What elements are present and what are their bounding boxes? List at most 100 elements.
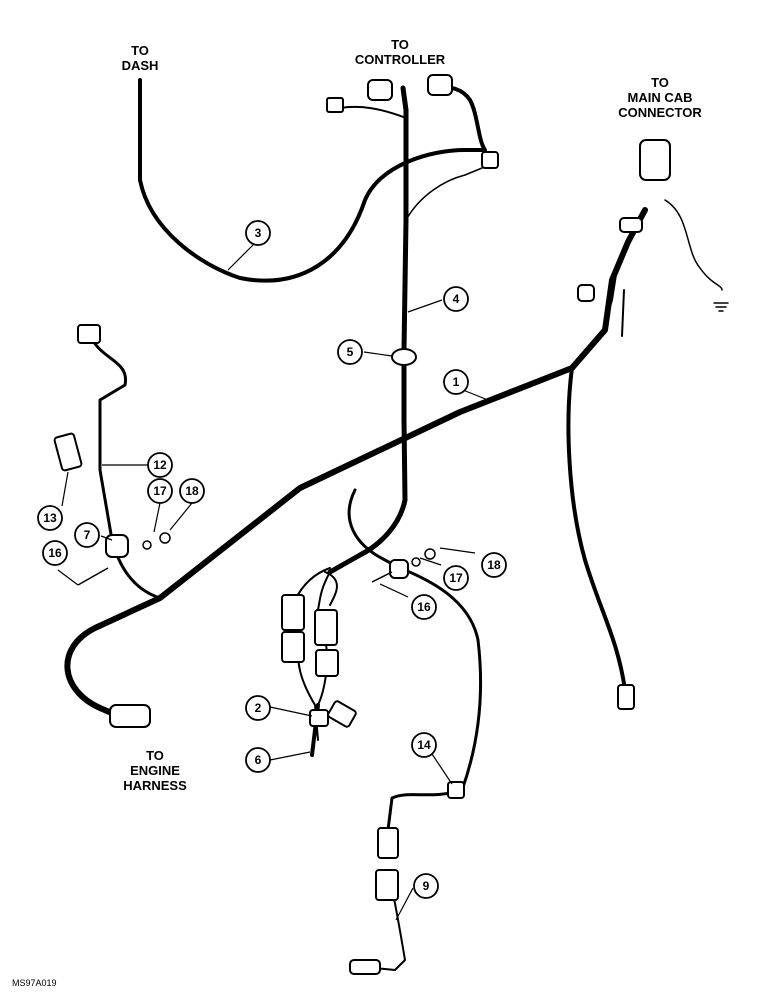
callout-label-2: 2 <box>255 701 262 715</box>
label-to-dash: TO DASH <box>110 43 170 73</box>
callout-circle-14 <box>411 732 437 758</box>
left-sensor-wire <box>88 333 162 600</box>
controller-connector-2 <box>367 79 393 101</box>
clip-2 <box>309 709 329 727</box>
callout-label-12: 12 <box>153 458 167 472</box>
ground-wire <box>664 199 723 291</box>
leader-18-left <box>169 502 193 531</box>
leader-18-right <box>439 547 476 554</box>
callout-circle-16 <box>411 594 437 620</box>
callout-label-14: 14 <box>417 738 431 752</box>
label-to-controller-line-2: CONTROLLER <box>354 52 446 67</box>
callout-circle-2 <box>245 695 271 721</box>
right-branch-wire <box>566 366 627 692</box>
leader-13 <box>61 471 69 507</box>
screw-16-left <box>77 567 109 586</box>
callout-circle-12 <box>147 452 173 478</box>
callout-label-1: 1 <box>453 375 460 389</box>
leader-7 <box>100 535 113 541</box>
connector-plug-a <box>281 594 305 631</box>
washer-17-right <box>411 557 421 567</box>
main-cab-connector <box>639 139 671 181</box>
cab-branch-wires <box>602 231 633 331</box>
leader-2 <box>269 706 313 717</box>
callout-label-7: 7 <box>84 528 91 542</box>
callout-circle-4 <box>443 286 469 312</box>
cab-clamp-a <box>619 217 643 233</box>
leader-4 <box>407 299 443 313</box>
label-to-engine-line-3: HARNESS <box>123 778 187 793</box>
label-to-main-cab-line-3: CONNECTOR <box>618 105 702 120</box>
label-to-dash-line-2: DASH <box>121 58 159 73</box>
grommet-5 <box>391 348 417 366</box>
lower-sensor-branch <box>347 488 483 832</box>
label-to-main-cab-line-1: TO <box>651 75 669 90</box>
callout-label-5: 5 <box>347 345 354 359</box>
callout-circle-1 <box>443 369 469 395</box>
callout-circle-17 <box>147 478 173 504</box>
bracket-13 <box>53 432 83 472</box>
callout-label-9: 9 <box>423 879 430 893</box>
cab-branch-wires-2 <box>621 289 625 337</box>
callout-label-18: 18 <box>185 484 199 498</box>
left-sensor-connector <box>77 324 101 344</box>
controller-connector-4 <box>481 151 499 169</box>
callout-circle-6 <box>245 747 271 773</box>
cab-clamp-b <box>577 284 595 302</box>
callout-label-13: 13 <box>43 511 57 525</box>
nut-18-left <box>159 532 171 544</box>
screw-16-right <box>371 571 393 583</box>
callout-circle-7 <box>74 522 100 548</box>
controller-branch-left <box>339 105 407 119</box>
label-to-main-cab-line-2: MAIN CAB <box>627 90 693 105</box>
callout-label-16: 16 <box>48 546 62 560</box>
connector-plug-c <box>281 631 305 663</box>
connector-14-plug <box>377 827 399 859</box>
clip-7 <box>105 534 129 558</box>
label-to-engine-line-1: TO <box>146 748 164 763</box>
connector-6 <box>327 700 357 728</box>
callout-circle-13 <box>37 505 63 531</box>
clip-16-right <box>389 559 409 579</box>
callout-label-17: 17 <box>153 484 167 498</box>
label-to-controller: TO CONTROLLER <box>345 37 455 67</box>
leader-9 <box>395 887 414 921</box>
controller-connector-3 <box>427 74 453 96</box>
nut-18-right <box>424 548 436 560</box>
dash-wire <box>138 78 487 283</box>
callout-label-16: 16 <box>417 600 431 614</box>
connector-plug-b <box>314 609 338 646</box>
leader-16-left <box>57 569 79 586</box>
washer-17-left <box>142 540 152 550</box>
callout-label-4: 4 <box>453 292 460 306</box>
callout-circle-18 <box>481 552 507 578</box>
label-to-engine: TO ENGINE HARNESS <box>110 748 200 793</box>
leader-5 <box>363 351 393 357</box>
engine-connector <box>109 704 151 728</box>
callout-circle-16 <box>42 540 68 566</box>
callout-circle-3 <box>245 220 271 246</box>
ground-symbol <box>713 302 729 312</box>
callout-label-3: 3 <box>255 226 262 240</box>
label-to-dash-line-1: TO <box>131 43 149 58</box>
callout-circle-18 <box>179 478 205 504</box>
sensor-9-plug <box>375 869 399 901</box>
controller-trunk <box>327 85 409 575</box>
right-branch-connector <box>617 684 635 710</box>
leader-17-left <box>153 502 161 533</box>
controller-connector-1 <box>326 97 344 113</box>
callout-label-17: 17 <box>449 571 463 585</box>
sensor-9-probe <box>349 959 381 975</box>
clip-14 <box>447 781 465 799</box>
leader-16-right <box>379 583 409 598</box>
leader-3 <box>227 244 254 271</box>
label-to-engine-line-2: ENGINE <box>130 763 180 778</box>
leader-17-right <box>419 557 442 566</box>
label-to-controller-line-1: TO <box>391 37 409 52</box>
label-to-main-cab: TO MAIN CAB CONNECTOR <box>600 75 720 120</box>
callout-circle-9 <box>413 873 439 899</box>
callout-circle-5 <box>337 339 363 365</box>
leader-6 <box>269 751 311 761</box>
